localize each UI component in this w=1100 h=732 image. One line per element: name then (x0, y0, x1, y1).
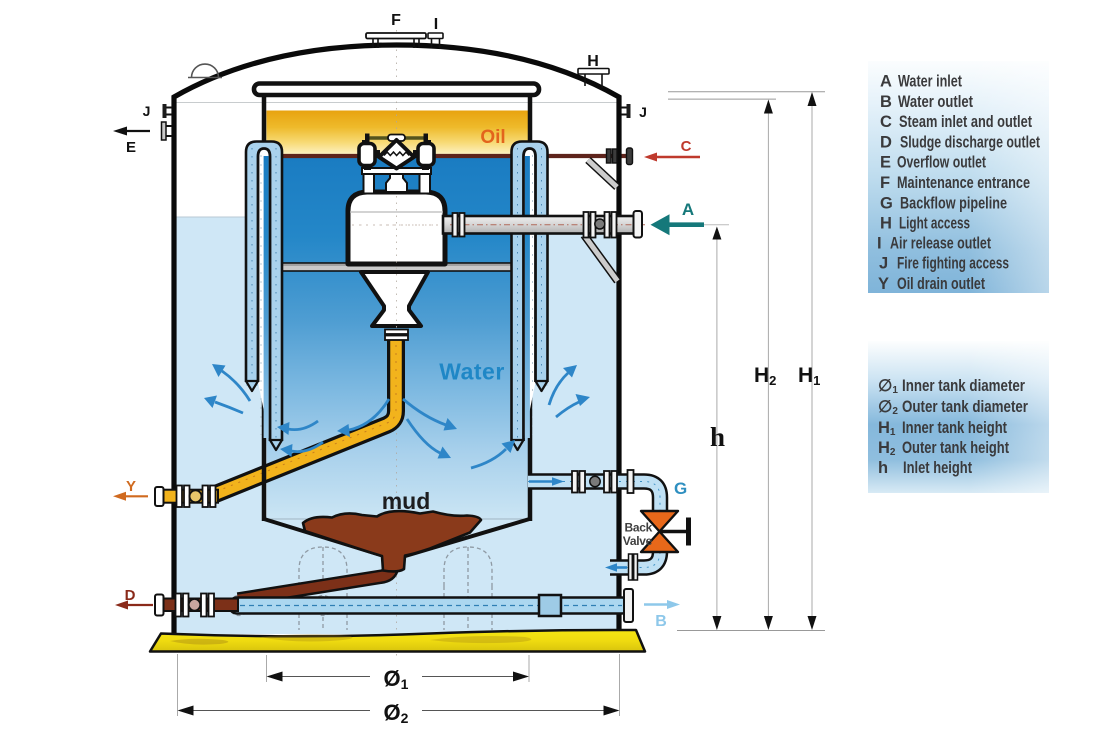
svg-text:J: J (639, 104, 647, 120)
svg-text:F: F (391, 12, 401, 29)
svg-text:Outer tank diameter: Outer tank diameter (902, 398, 1028, 416)
svg-text:h: h (710, 422, 725, 452)
svg-text:Back: Back (625, 521, 653, 535)
svg-text:G: G (880, 195, 893, 213)
svg-text:Overflow outlet: Overflow outlet (897, 154, 986, 172)
svg-text:Water: Water (439, 359, 505, 385)
svg-text:A: A (880, 73, 892, 91)
svg-text:B: B (655, 613, 667, 630)
svg-text:Inlet height: Inlet height (903, 459, 972, 477)
svg-text:Fire fighting access: Fire fighting access (897, 255, 1009, 273)
svg-text:Y: Y (126, 478, 136, 495)
svg-text:Ø2: Ø2 (384, 700, 409, 726)
svg-text:Oil drain outlet: Oil drain outlet (897, 275, 985, 293)
svg-text:Oil: Oil (480, 127, 505, 148)
svg-text:Inner tank diameter: Inner tank diameter (902, 377, 1025, 395)
svg-text:Water outlet: Water outlet (898, 93, 973, 111)
svg-text:Inner tank height: Inner tank height (902, 419, 1007, 437)
svg-text:Y: Y (878, 275, 889, 293)
svg-text:Outer tank height: Outer tank height (902, 439, 1009, 457)
svg-text:Water inlet: Water inlet (898, 73, 962, 91)
svg-text:J: J (879, 255, 888, 273)
svg-text:I: I (434, 16, 438, 33)
svg-text:Air release outlet: Air release outlet (890, 235, 991, 253)
svg-text:J: J (143, 103, 151, 119)
svg-text:Backflow pipeline: Backflow pipeline (900, 195, 1007, 213)
svg-text:Sludge discharge outlet: Sludge discharge outlet (900, 134, 1040, 152)
svg-text:Valve: Valve (623, 534, 653, 548)
svg-text:H: H (880, 215, 892, 233)
svg-text:Steam inlet and outlet: Steam inlet and outlet (899, 113, 1032, 131)
svg-text:D: D (880, 134, 892, 152)
svg-text:H: H (587, 53, 599, 70)
svg-text:Light access: Light access (899, 215, 970, 233)
svg-text:C: C (681, 138, 692, 155)
svg-text:D: D (125, 587, 136, 604)
svg-text:mud: mud (382, 488, 431, 514)
svg-text:Maintenance entrance: Maintenance entrance (897, 174, 1030, 192)
svg-text:Ø1: Ø1 (384, 666, 409, 692)
svg-text:C: C (880, 113, 892, 131)
svg-text:E: E (880, 154, 891, 172)
svg-text:A: A (682, 200, 694, 219)
svg-text:I: I (877, 235, 882, 253)
svg-text:F: F (880, 174, 890, 192)
svg-text:h: h (878, 459, 888, 477)
svg-text:H2: H2 (754, 364, 776, 388)
svg-text:E: E (126, 139, 136, 156)
svg-text:B: B (880, 93, 892, 111)
svg-text:G: G (674, 479, 687, 498)
svg-text:H1: H1 (798, 364, 820, 388)
